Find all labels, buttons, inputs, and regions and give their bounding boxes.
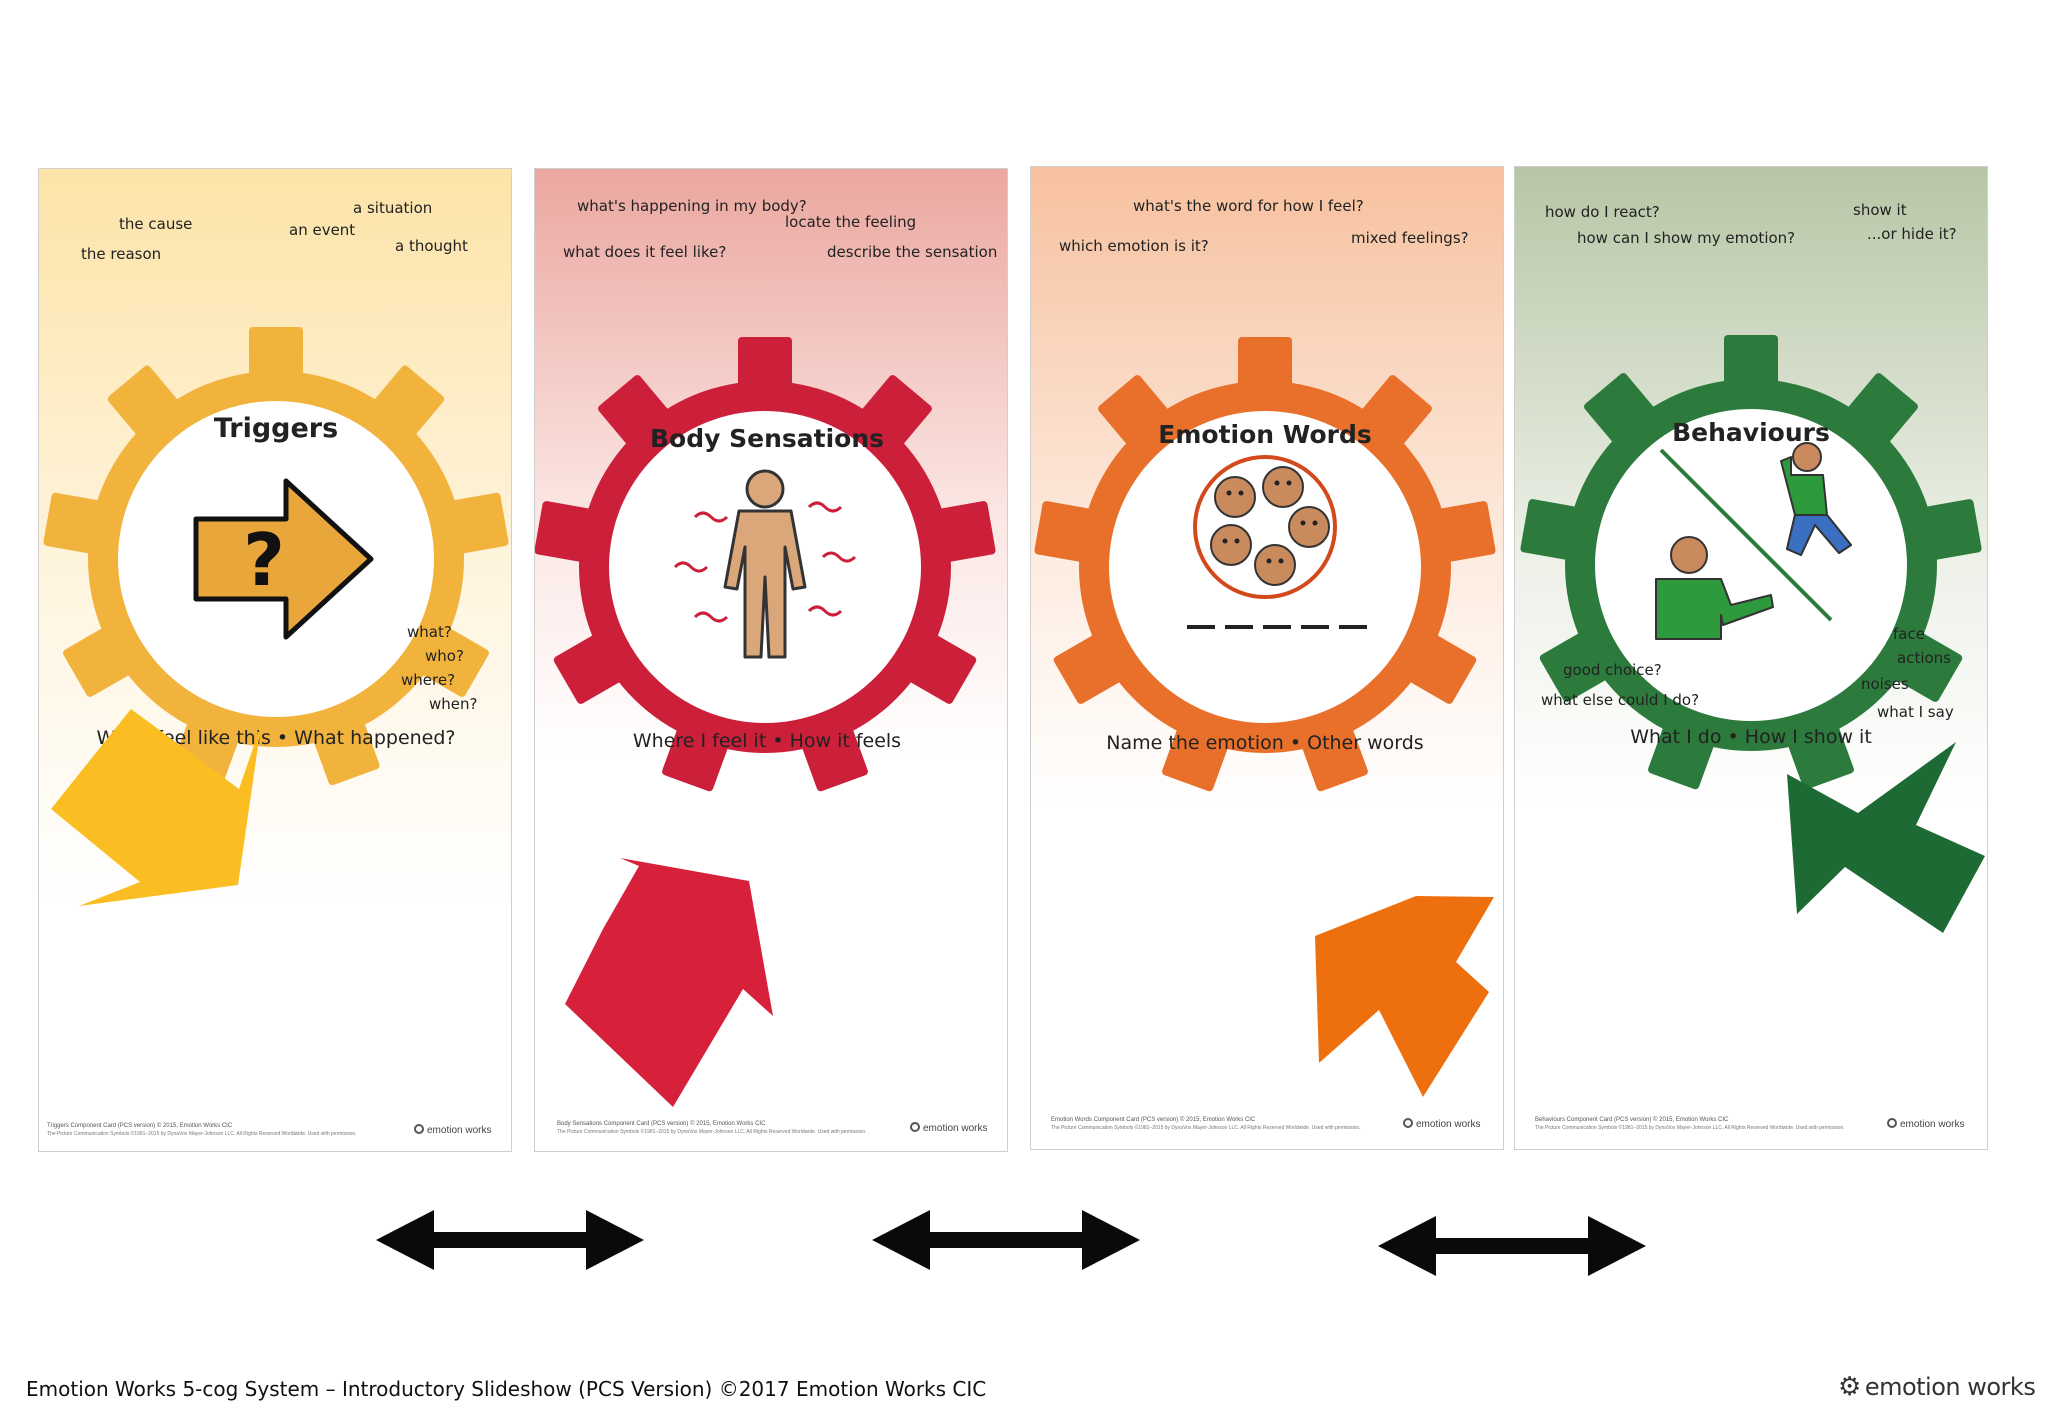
logo-cog-icon: [1887, 1118, 1897, 1128]
prompt: a thought: [395, 237, 468, 255]
credit-line-2: The Picture Communication Symbols ©1981–…: [47, 1130, 357, 1137]
prompt: how do I react?: [1545, 203, 1660, 221]
logo-cog-icon: [1403, 1118, 1413, 1128]
card-subtitle: Why I feel like this • What happened?: [96, 727, 455, 749]
prompt: actions: [1897, 649, 1951, 667]
card-logo: emotion works: [1416, 1119, 1480, 1130]
card-subtitle: Where I feel it • How it feels: [633, 730, 901, 752]
prompt: mixed feelings?: [1351, 229, 1469, 247]
prompt: what's happening in my body?: [577, 197, 807, 215]
triggers-art: ? Triggers Why I feel like this • What h…: [39, 169, 511, 1151]
prompt: locate the feeling: [785, 213, 917, 231]
prompt: a situation: [353, 199, 433, 217]
prompt: ...or hide it?: [1867, 225, 1957, 243]
card-triggers: ? Triggers Why I feel like this • What h…: [38, 168, 512, 1152]
prompt: what?: [407, 623, 452, 641]
footer-caption: Emotion Works 5-cog System – Introductor…: [26, 1377, 987, 1401]
prompt: good choice?: [1563, 661, 1662, 679]
prompt: what's the word for how I feel?: [1133, 197, 1364, 215]
card-title: Emotion Words: [1158, 420, 1371, 449]
credit-line-1: Behaviours Component Card (PCS version) …: [1535, 1116, 1729, 1123]
faces-circle-icon: [1187, 455, 1367, 629]
emotion-words-cog: [1034, 337, 1496, 792]
prompt: what I say: [1877, 703, 1954, 721]
card-logo: emotion works: [427, 1125, 491, 1136]
behaviour-figures-icon: [1655, 442, 1852, 640]
prompt: which emotion is it?: [1059, 237, 1209, 255]
prompt: an event: [289, 221, 356, 239]
card-title: Behaviours: [1672, 418, 1830, 447]
question-arrow-icon: ?: [193, 478, 374, 640]
credit-line-1: Emotion Words Component Card (PCS versio…: [1051, 1116, 1256, 1123]
footer-logo-text: emotion works: [1864, 1373, 2036, 1401]
triggers-cog: ?: [43, 327, 509, 786]
footer-logo: ⚙emotion works: [1838, 1372, 2036, 1402]
card-logo: emotion works: [1900, 1119, 1964, 1130]
card-subtitle: What I do • How I show it: [1630, 726, 1872, 748]
direction-arrow: [1315, 896, 1494, 1097]
credit-line-2: The Picture Communication Symbols ©1981–…: [1535, 1124, 1845, 1131]
credit-line-1: Triggers Component Card (PCS version) © …: [47, 1122, 233, 1129]
prompt: who?: [425, 647, 464, 665]
credit-line-2: The Picture Communication Symbols ©1981–…: [557, 1128, 867, 1135]
body-figure-icon: [673, 469, 857, 659]
logo-cog-icon: [910, 1122, 920, 1132]
prompt: where?: [401, 671, 456, 689]
prompt: face: [1893, 625, 1925, 643]
card-title: Body Sensations: [650, 424, 884, 453]
prompt: when?: [429, 695, 478, 713]
direction-arrow: [565, 858, 773, 1107]
double-arrow-icon: [872, 1210, 1140, 1270]
prompt: show it: [1853, 201, 1907, 219]
emotion-words-art: Emotion Words Name the emotion • Other w…: [1031, 167, 1503, 1149]
prompt: the cause: [119, 215, 193, 233]
double-arrow-icon: [376, 1210, 644, 1270]
double-arrow-icon: [1378, 1216, 1646, 1276]
card-body-sensations: Body Sensations Where I feel it • How it…: [534, 168, 1008, 1152]
svg-text:?: ?: [243, 518, 285, 602]
body-sensations-art: Body Sensations Where I feel it • How it…: [535, 169, 1007, 1151]
card-behaviours: Behaviours What I do • How I show it Beh…: [1514, 166, 1988, 1150]
card-emotion-words: Emotion Words Name the emotion • Other w…: [1030, 166, 1504, 1150]
prompt: what else could I do?: [1541, 691, 1700, 709]
direction-arrow: [1787, 742, 1985, 933]
prompt: noises: [1861, 675, 1909, 693]
behaviours-cog: [1520, 335, 1982, 790]
prompt: what does it feel like?: [563, 243, 727, 261]
card-title: Triggers: [214, 413, 338, 444]
logo-cog-icon: [414, 1124, 424, 1134]
behaviours-art: Behaviours What I do • How I show it Beh…: [1515, 167, 1987, 1149]
card-logo: emotion works: [923, 1123, 987, 1134]
prompt: how can I show my emotion?: [1577, 229, 1796, 247]
credit-line-1: Body Sensations Component Card (PCS vers…: [557, 1120, 766, 1127]
body-sensations-cog: [535, 337, 996, 792]
prompt: the reason: [81, 245, 162, 263]
logo-cog-icon: ⚙: [1838, 1372, 1861, 1402]
card-subtitle: Name the emotion • Other words: [1106, 732, 1423, 754]
direction-arrow: [51, 709, 261, 906]
credit-line-2: The Picture Communication Symbols ©1981–…: [1051, 1124, 1361, 1131]
prompt: describe the sensation: [827, 243, 998, 261]
